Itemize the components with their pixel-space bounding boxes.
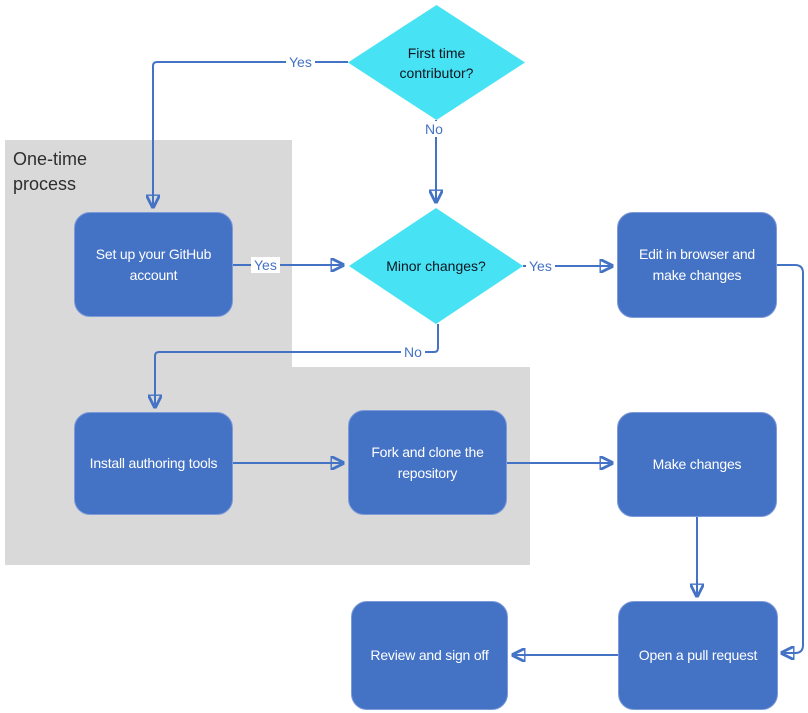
edge-label-minor-yes: Yes bbox=[526, 258, 555, 274]
process-label: Open a pull request bbox=[638, 647, 758, 663]
process-edit-in-browser: Edit in browser and make changes bbox=[617, 212, 777, 318]
edge-edit-to-open-pr bbox=[777, 264, 804, 653]
edge-label-first-time-no: No bbox=[422, 121, 446, 137]
process-label: Fork and clone the repository bbox=[371, 443, 484, 481]
edge-label-setup-to-minor-yes: Yes bbox=[251, 257, 280, 273]
edge-first-time-yes-to-setup bbox=[153, 61, 348, 205]
process-make-changes: Make changes bbox=[617, 412, 777, 517]
process-label: Make changes bbox=[652, 456, 742, 472]
decision-label: Minor changes? bbox=[386, 258, 486, 274]
process-label: Install authoring tools bbox=[89, 455, 218, 471]
edge-label-first-time-yes: Yes bbox=[286, 54, 315, 70]
process-install-authoring-tools: Install authoring tools bbox=[74, 412, 233, 515]
region-label: One-time process bbox=[13, 149, 88, 194]
process-set-up-github-account: Set up your GitHub account bbox=[74, 212, 233, 317]
process-label: Edit in browser and make changes bbox=[638, 246, 756, 283]
process-label: Review and sign off bbox=[370, 647, 489, 663]
process-review-and-sign-off: Review and sign off bbox=[351, 601, 508, 710]
edge-minor-no-to-install bbox=[155, 324, 439, 405]
process-open-pull-request: Open a pull request bbox=[618, 601, 778, 710]
process-fork-and-clone-repository: Fork and clone the repository bbox=[348, 410, 507, 515]
process-label: Set up your GitHub account bbox=[95, 245, 212, 283]
decision-label: First time contributor? bbox=[399, 44, 474, 81]
edge-label-minor-no: No bbox=[401, 344, 425, 360]
